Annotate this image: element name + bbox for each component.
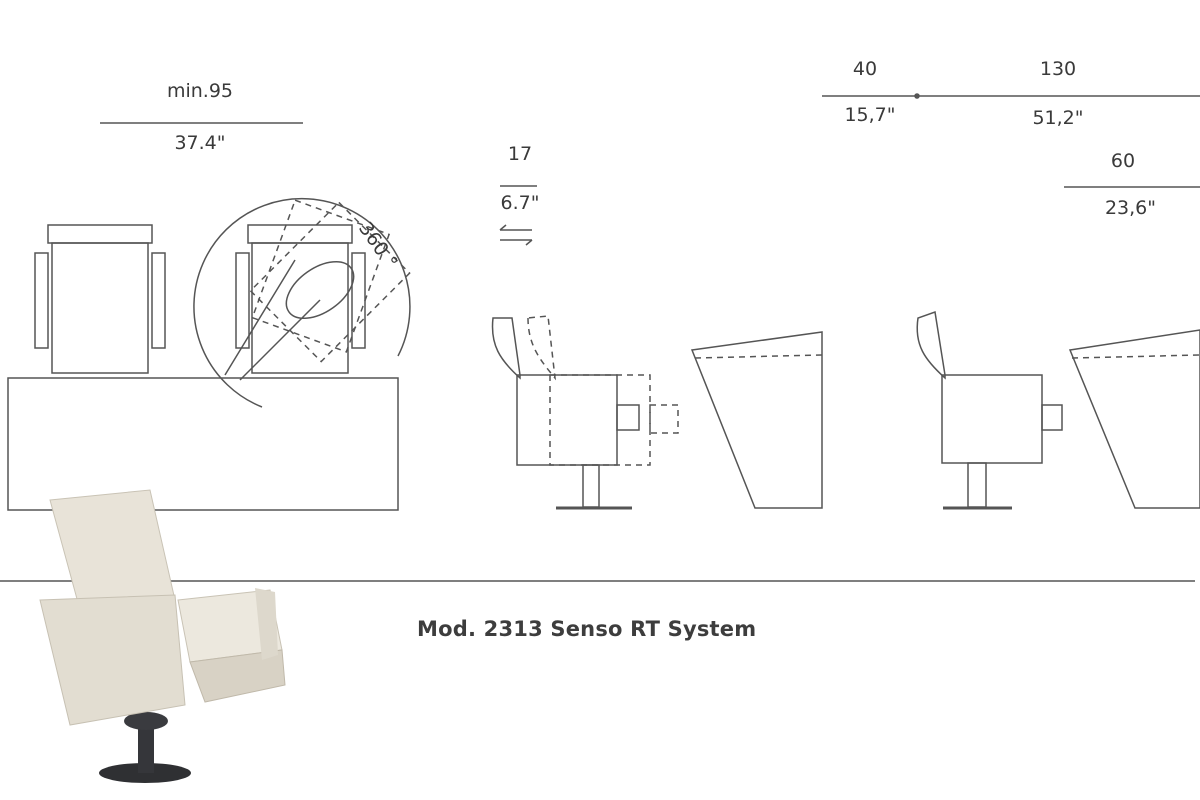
rotation-arc (193, 197, 411, 408)
row-a-imperial: 15,7" (844, 104, 896, 126)
row-b-imperial: 51,2" (1032, 107, 1084, 129)
tilt-imperial: 6.7" (500, 192, 540, 214)
depth-metric: 60 (1110, 150, 1136, 172)
plan-width-metric: min.95 (166, 80, 234, 102)
depth-imperial: 23,6" (1104, 197, 1157, 219)
desk-outline (7, 377, 399, 511)
row-b-metric: 130 (1039, 58, 1077, 80)
chair-photo (39, 489, 286, 783)
row-a-metric: 40 (852, 58, 878, 80)
plan-width-imperial: 37.4" (174, 132, 226, 154)
tilt-metric: 17 (507, 143, 533, 165)
model-caption: Mod. 2313 Senso RT System (417, 617, 757, 641)
